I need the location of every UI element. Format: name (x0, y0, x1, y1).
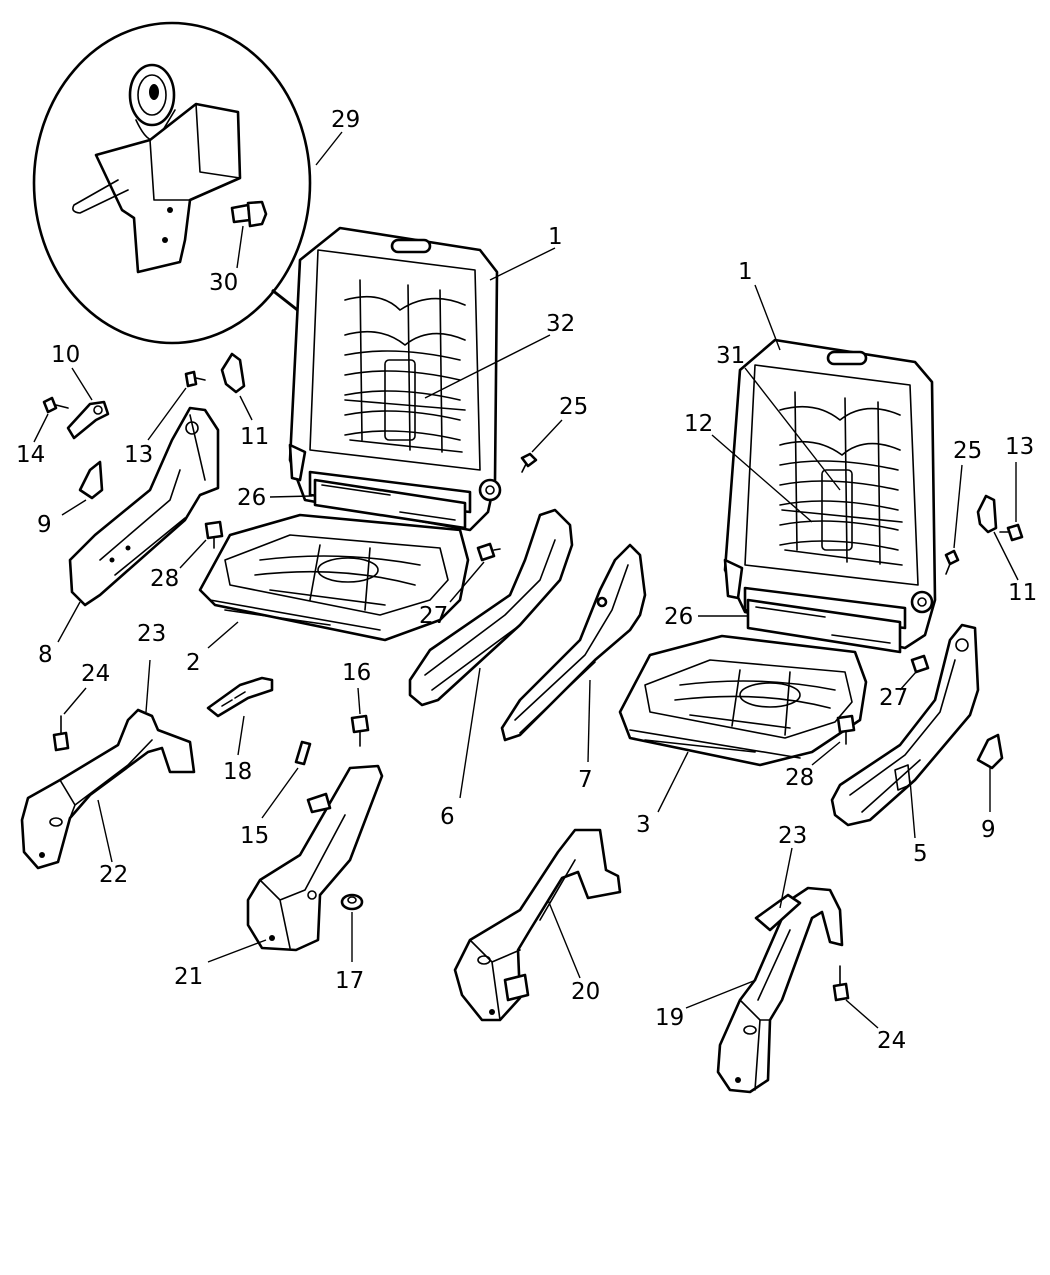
lumbar-panel-left (344, 350, 461, 441)
bolt-30-icon (230, 200, 268, 228)
callout-18: 18 (223, 759, 252, 785)
screw-13-left-icon (147, 370, 206, 441)
seat-cushion-pan-left (198, 513, 470, 649)
bolt-24-left-icon (52, 687, 87, 752)
track-rail-19 (685, 847, 844, 1094)
callout-26-right: 26 (664, 604, 693, 630)
track-rail-20 (453, 828, 622, 1022)
side-shield-6 (408, 508, 574, 799)
strap-26-left (269, 478, 467, 530)
clip-27-right-icon (899, 654, 930, 691)
callout-14: 14 (16, 442, 45, 468)
lumbar-panel-right (779, 460, 899, 551)
callout-17: 17 (335, 968, 364, 994)
bolt-28-left-icon (179, 520, 224, 569)
callout-25-right: 25 (953, 438, 982, 464)
callout-26-left: 26 (237, 485, 266, 511)
callout-30: 30 (209, 270, 238, 296)
seat-back-frame-right (711, 284, 937, 650)
callout-8: 8 (38, 642, 53, 668)
callout-16: 16 (342, 660, 371, 686)
callout-3: 3 (636, 812, 651, 838)
recliner-handle-10 (66, 367, 110, 440)
clip-27-left-icon (449, 542, 501, 603)
spring-clip-15 (261, 740, 312, 819)
callout-31: 31 (716, 343, 745, 369)
cable-18 (206, 676, 274, 756)
recliner-spring-bracket (72, 63, 242, 274)
detail-inset-pointer (271, 288, 301, 314)
bracket-9-right (976, 733, 1004, 812)
track-rail-22 (20, 659, 196, 870)
side-shield-5 (830, 623, 980, 839)
bracket-9-left (61, 460, 104, 516)
callout-20: 20 (571, 979, 600, 1005)
callout-27-left: 27 (419, 603, 448, 629)
callout-23-left: 23 (137, 621, 166, 647)
bolt-24-right-icon (832, 965, 879, 1029)
callout-11-right: 11 (1008, 580, 1037, 606)
callout-27-right: 27 (879, 685, 908, 711)
screw-25-right-icon (944, 464, 963, 575)
callout-13-left: 13 (124, 442, 153, 468)
callout-24-right: 24 (877, 1028, 906, 1054)
callout-2: 2 (186, 650, 201, 676)
handle-11-right (976, 494, 1019, 581)
callout-1-left: 1 (548, 224, 563, 250)
strap-26-right (698, 598, 902, 654)
callout-9-left: 9 (37, 512, 52, 538)
callout-23-right: 23 (778, 823, 807, 849)
bolt-16-icon (350, 687, 370, 747)
callout-7: 7 (578, 767, 593, 793)
callout-19: 19 (655, 1005, 684, 1031)
callout-21: 21 (174, 964, 203, 990)
seat-cushion-pan-right (618, 634, 868, 813)
callout-28-right: 28 (785, 765, 814, 791)
callout-25-left: 25 (559, 394, 588, 420)
side-shield-8 (57, 406, 220, 643)
callout-24-left: 24 (81, 661, 110, 687)
nut-17-icon (340, 893, 364, 962)
screw-13-right-icon (999, 462, 1024, 542)
callout-22: 22 (99, 862, 128, 888)
callout-9-right: 9 (981, 817, 996, 843)
callout-10: 10 (51, 342, 80, 368)
callout-13-right: 13 (1005, 434, 1034, 460)
callout-5: 5 (913, 841, 928, 867)
callout-29: 29 (331, 107, 360, 133)
side-shield-7 (500, 543, 647, 763)
detail-inset (32, 21, 343, 345)
screw-25-left-icon (520, 419, 563, 473)
callout-28-left: 28 (150, 566, 179, 592)
detail-inset-circle (32, 21, 312, 345)
handle-11-left (220, 352, 253, 421)
bolt-28-right-icon (811, 714, 856, 766)
callout-12: 12 (684, 411, 713, 437)
callout-labels: 29 30 1 32 1 31 12 25 25 13 10 14 13 11 … (16, 107, 1037, 1054)
callout-32: 32 (546, 311, 575, 337)
callout-15: 15 (240, 823, 269, 849)
screw-14-icon (33, 396, 69, 443)
callout-6: 6 (440, 804, 455, 830)
track-rail-21 (207, 764, 384, 963)
callout-1-right: 1 (738, 259, 753, 285)
callout-11-left: 11 (240, 424, 269, 450)
